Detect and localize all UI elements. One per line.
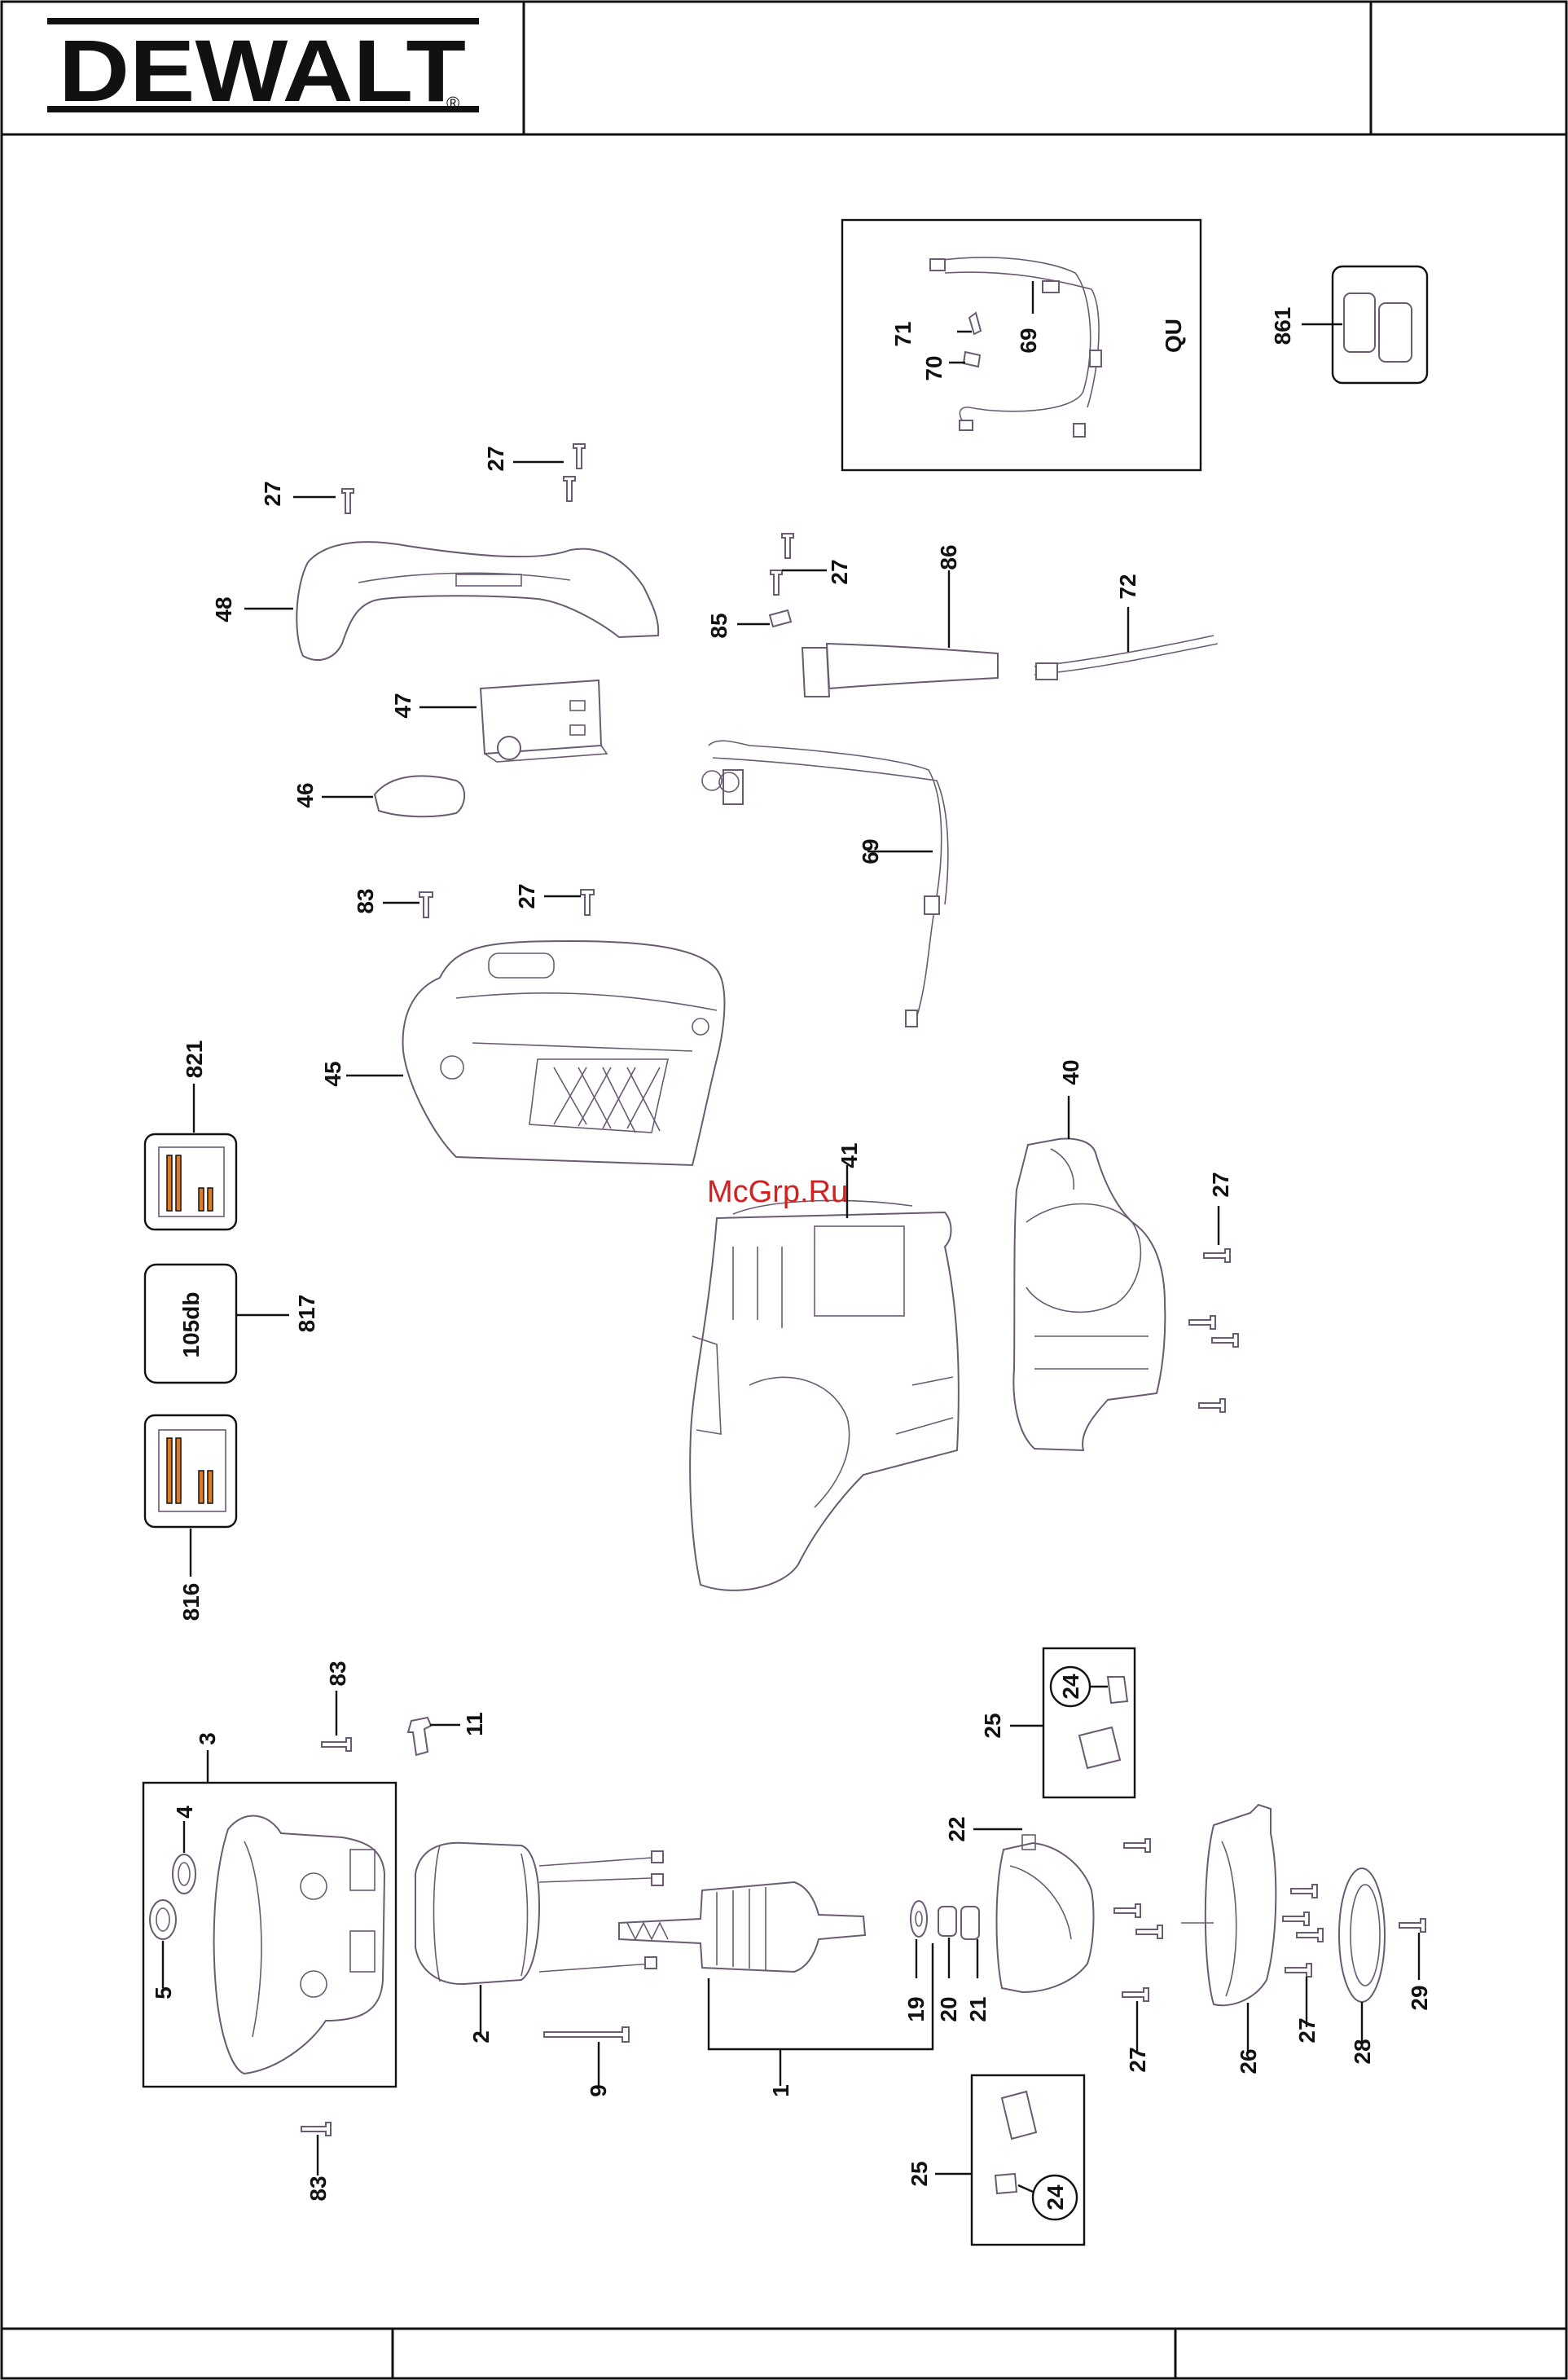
part-817-noise-label <box>145 1265 289 1383</box>
label-25-upper: 25 <box>980 1713 1005 1738</box>
part-45-rear-housing <box>346 941 724 1165</box>
part-40-fan-housing <box>1013 1096 1165 1450</box>
part-28-end-cap <box>1339 1868 1385 2047</box>
label-27-b: 27 <box>483 446 508 471</box>
screws-27-right <box>1189 1206 1238 1412</box>
part-821-label <box>145 1084 236 1230</box>
label-816: 816 <box>178 1583 204 1621</box>
label-48: 48 <box>211 596 236 622</box>
part-22-brush-holder <box>973 1829 1093 1992</box>
part-861-case <box>1302 266 1427 383</box>
label-22: 22 <box>944 1816 969 1841</box>
label-5: 5 <box>151 1986 176 1999</box>
label-19: 19 <box>903 1996 929 2021</box>
label-817: 817 <box>294 1295 319 1333</box>
label-3: 3 <box>195 1732 220 1745</box>
label-861: 861 <box>1270 307 1295 345</box>
dewalt-logo: DEWALT ® <box>47 18 479 120</box>
part-4-bearing <box>173 1821 195 1894</box>
label-24-lower: 24 <box>1043 2184 1068 2211</box>
label-27-d: 27 <box>514 883 539 908</box>
part-20-bearing <box>938 1907 956 1978</box>
label-21: 21 <box>965 1996 990 2021</box>
screw-83-lower <box>301 2123 331 2175</box>
label-27-e: 27 <box>1208 1172 1233 1197</box>
label-24-upper: 24 <box>1058 1674 1083 1700</box>
part-5-seal <box>150 1900 176 1988</box>
label-11: 11 <box>462 1712 487 1736</box>
part-29-screw <box>1399 1919 1425 1980</box>
label-2: 2 <box>468 2030 494 2043</box>
screws-27-endcap <box>1283 1885 1323 2027</box>
part-48-handle <box>244 542 658 660</box>
label-28: 28 <box>1350 2039 1375 2064</box>
part-11-clip <box>408 1718 460 1755</box>
part-69-wiring-harness <box>702 741 948 1027</box>
part-26-end-bell <box>1181 1805 1276 2053</box>
label-40: 40 <box>1058 1059 1083 1084</box>
watermark-text: McGrp.Ru <box>707 1175 848 1209</box>
label-20: 20 <box>936 1996 961 2021</box>
screws-27-upper <box>293 444 585 513</box>
part-72-power-cord <box>1034 607 1218 680</box>
part-47-switch <box>419 680 607 762</box>
part-41-main-housing <box>690 1165 959 1590</box>
part-46-trigger <box>322 776 464 816</box>
label-26: 26 <box>1236 2048 1261 2074</box>
label-72: 72 <box>1115 574 1140 599</box>
label-41: 41 <box>837 1142 862 1168</box>
label-4: 4 <box>172 1806 197 1819</box>
label-45: 45 <box>320 1061 345 1086</box>
part-25-brush-kit-lower <box>935 2075 1084 2245</box>
label-1: 1 <box>768 2084 793 2097</box>
label-83-a: 83 <box>353 888 378 913</box>
label-69-harness: 69 <box>858 838 883 864</box>
label-47: 47 <box>390 693 415 718</box>
label-9: 9 <box>586 2084 611 2097</box>
label-71: 71 <box>890 321 916 346</box>
label-qu: QU <box>1161 319 1186 353</box>
label-69-qu: 69 <box>1016 328 1041 353</box>
part-19-washer <box>911 1901 927 1978</box>
part-1-armature <box>619 1882 933 2086</box>
label-85: 85 <box>706 613 731 638</box>
screw-83-middle <box>322 1691 351 1751</box>
label-27-c: 27 <box>827 559 852 584</box>
label-821: 821 <box>182 1040 207 1079</box>
part-21-insulator <box>961 1907 979 1978</box>
label-83-b: 83 <box>325 1661 350 1686</box>
label-27-g: 27 <box>1294 2017 1320 2043</box>
part-25-brush-kit-upper <box>1010 1648 1135 1797</box>
label-70: 70 <box>921 355 947 381</box>
brand-registered-mark: ® <box>446 93 459 113</box>
part-9-long-screw <box>544 2027 629 2087</box>
label-105db: 105db <box>178 1292 204 1358</box>
label-46: 46 <box>292 782 318 807</box>
screws-27-lower <box>1114 1839 1162 2053</box>
label-25-lower: 25 <box>907 2161 932 2186</box>
part-816-label <box>145 1415 236 1577</box>
label-27-a: 27 <box>260 481 285 506</box>
part-3-gear-case <box>143 1750 396 2087</box>
brand-wordmark: DEWALT <box>59 21 466 120</box>
label-83-c: 83 <box>305 2175 331 2201</box>
label-29: 29 <box>1407 1985 1432 2010</box>
label-27-f: 27 <box>1125 2047 1150 2072</box>
label-86: 86 <box>936 544 961 570</box>
screws-83-27-housing <box>383 890 594 917</box>
